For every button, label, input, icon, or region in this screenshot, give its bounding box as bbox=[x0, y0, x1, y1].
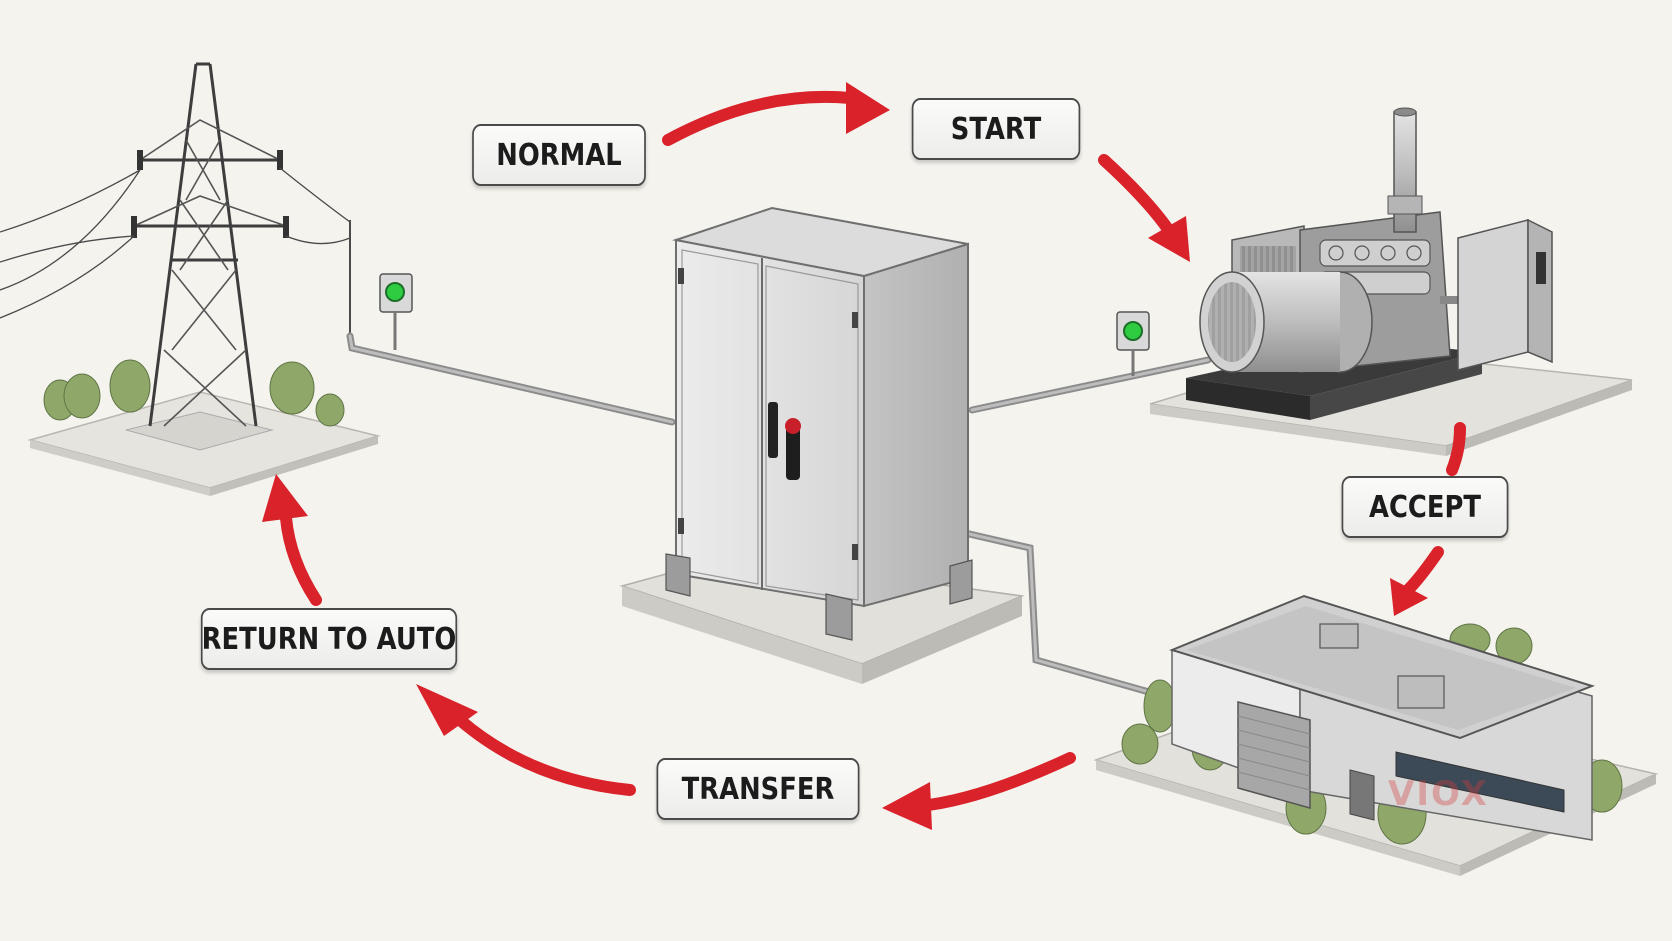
utility-tower-icon bbox=[0, 62, 381, 496]
step-start-label: START bbox=[911, 98, 1081, 160]
transfer-switch-cabinet-icon bbox=[619, 206, 1025, 684]
step-normal-label: NORMAL bbox=[472, 124, 646, 186]
step-return-to-auto-label: RETURN TO AUTO bbox=[200, 608, 458, 670]
generator-indicator-light bbox=[1116, 311, 1150, 376]
flow-arrows bbox=[262, 82, 1466, 830]
step-transfer-label: TRANSFER bbox=[656, 758, 860, 820]
watermark-logo: VIOX bbox=[1388, 774, 1489, 814]
step-accept-label: ACCEPT bbox=[1341, 476, 1509, 538]
utility-indicator-light bbox=[379, 273, 413, 350]
generator-set-icon bbox=[1149, 107, 1633, 456]
building-icon bbox=[1093, 594, 1659, 876]
